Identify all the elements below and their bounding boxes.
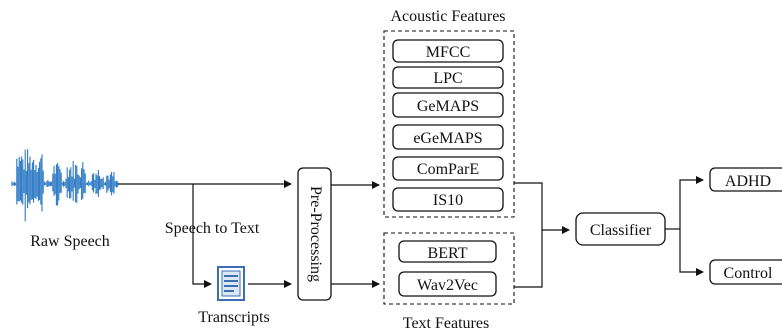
acoustic-features-group [383, 30, 515, 218]
feature-label: BERT [428, 245, 468, 262]
feature-box-compare [392, 156, 504, 181]
feature-box-bert [398, 240, 497, 263]
preprocessing-box [297, 167, 332, 301]
feature-label: GeMAPS [417, 98, 479, 115]
merge-bracket [514, 182, 543, 288]
preprocessing-label: Pre-Processing [307, 186, 324, 282]
raw-speech-label: Raw Speech [30, 233, 110, 250]
feature-box-wav2vec [398, 271, 497, 297]
acoustic-features-title: Acoustic Features [390, 8, 505, 25]
feature-label: MFCC [426, 44, 470, 61]
audio-waveform-icon [11, 149, 119, 222]
acoustic-features-list: MFCC LPC GeMAPS eGeMAPS ComParE IS10 [392, 39, 504, 212]
classifier-to-adhd-arrow [679, 176, 704, 229]
feature-box-egemaps [392, 124, 504, 150]
feature-label: Wav2Vec [417, 277, 478, 294]
feature-box-mfcc [392, 39, 504, 63]
classifier-label: Classifier [590, 222, 652, 239]
output-label-control: Control [724, 265, 773, 282]
output-box-adhd [709, 167, 782, 192]
feature-label: IS10 [433, 192, 463, 209]
classifier-to-control-arrow [679, 229, 704, 276]
feature-box-lpc [392, 66, 504, 89]
text-features-list: BERT Wav2Vec [398, 240, 497, 297]
feature-box-is10 [392, 187, 504, 212]
output-label-adhd: ADHD [725, 173, 771, 190]
text-features-group [383, 232, 515, 305]
feature-label: eGeMAPS [413, 130, 482, 147]
feature-label: ComParE [417, 161, 479, 178]
text-features-title: Text Features [403, 315, 489, 332]
transcripts-label: Transcripts [198, 309, 269, 326]
output-box-control [709, 259, 782, 285]
speech-to-text-label: Speech to Text [165, 220, 260, 237]
feature-box-gemaps [392, 92, 504, 118]
speech-to-transcripts-arrow [192, 184, 212, 288]
document-icon [217, 266, 245, 301]
feature-label: LPC [433, 70, 462, 87]
